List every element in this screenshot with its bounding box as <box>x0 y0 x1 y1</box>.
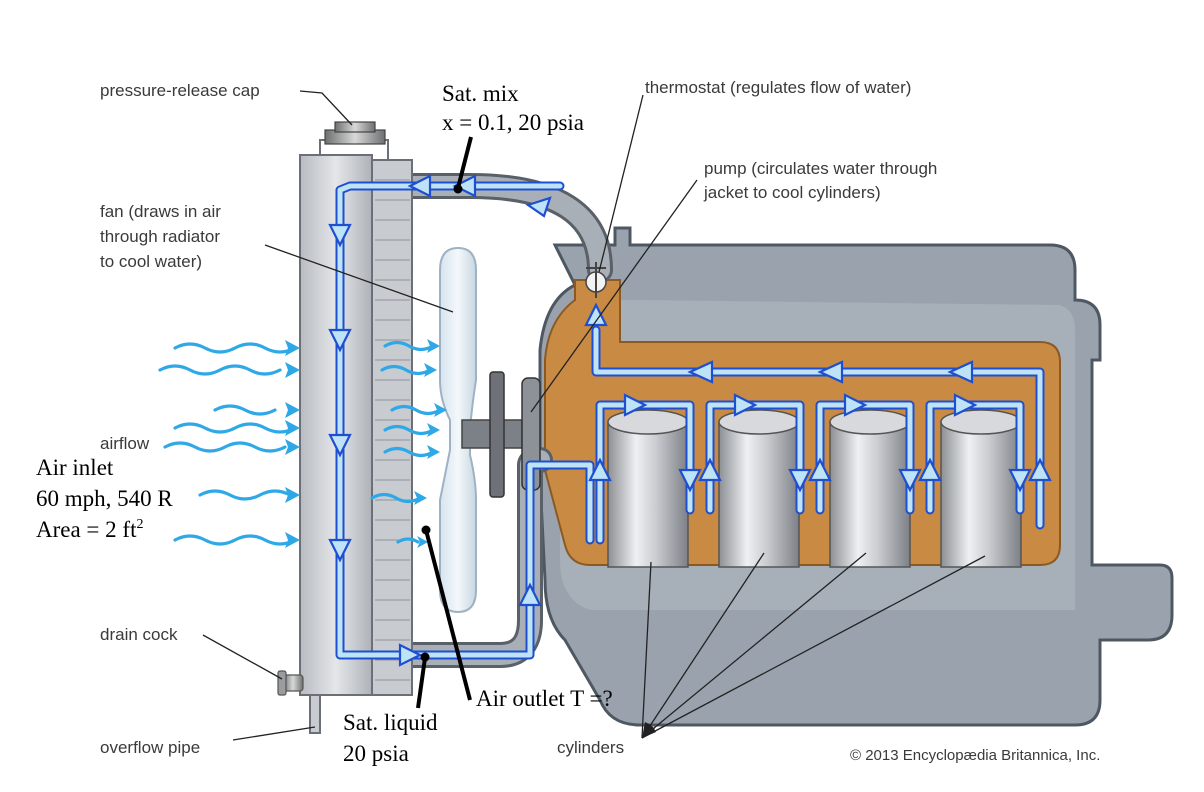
cylinder-4 <box>940 409 1022 568</box>
flow-arrow <box>733 393 758 417</box>
leader-lines <box>202 90 986 741</box>
cylinders-group <box>607 409 1022 568</box>
annotation-sat-liquid-line1: Sat. liquid <box>343 710 438 735</box>
label-airflow: airflow <box>100 434 150 453</box>
airflow-arrows <box>158 339 447 548</box>
flow-arrow <box>843 393 868 417</box>
annotation-sat-mix-line2: x = 0.1, 20 psia <box>442 110 584 135</box>
label-fan-line1: fan (draws in air <box>100 202 221 221</box>
flow-arrow <box>1028 457 1052 482</box>
annotation-sat-liquid-line2: 20 psia <box>343 741 409 766</box>
annotation-air-inlet-line1: Air inlet <box>36 455 114 480</box>
flow-arrow <box>623 393 648 417</box>
label-fan-line2: through radiator <box>100 227 220 246</box>
flow-arrow <box>407 174 432 198</box>
flow-arrow <box>328 328 352 353</box>
flow-arrow <box>328 223 352 248</box>
flow-arrow <box>918 457 942 482</box>
flow-arrow <box>698 457 722 482</box>
drain-cock-shape <box>277 670 304 696</box>
flow-arrow <box>328 538 352 563</box>
annotation-air-outlet: Air outlet T =? <box>476 686 613 711</box>
overflow-pipe-shape <box>309 694 321 734</box>
flow-arrow <box>808 457 832 482</box>
flow-arrow <box>817 360 844 384</box>
annotation-air-inlet-line2: 60 mph, 540 R <box>36 486 173 511</box>
flow-arrow <box>1008 468 1032 493</box>
flow-arrow <box>953 393 978 417</box>
radiator-fins <box>375 179 410 681</box>
coolant-flow <box>328 174 1052 667</box>
flow-arrow <box>518 582 542 607</box>
label-fan-line3: to cool water) <box>100 252 202 271</box>
label-pump-line1: pump (circulates water through <box>704 159 937 178</box>
radiator <box>299 139 413 734</box>
annotation-air-inlet-line3: Area = 2 ft2 <box>36 517 143 542</box>
cylinder-2 <box>718 409 800 568</box>
flow-arrow <box>947 360 974 384</box>
flow-arrow <box>328 433 352 458</box>
flow-arrow <box>678 468 702 493</box>
flow-arrow <box>588 457 612 482</box>
cylinder-3 <box>829 409 911 568</box>
cylinder-1 <box>607 409 689 568</box>
label-overflow-pipe: overflow pipe <box>100 738 200 757</box>
annotation-area-text: Area = 2 ft <box>36 517 137 542</box>
label-pressure-release-cap: pressure-release cap <box>100 81 260 100</box>
annotation-sat-mix-line1: Sat. mix <box>442 81 519 106</box>
label-pump-line2: jacket to cool cylinders) <box>703 183 881 202</box>
flow-arrow <box>687 360 714 384</box>
annotation-area-superscript: 2 <box>136 517 143 532</box>
flow-arrow <box>525 196 552 218</box>
copyright-notice: © 2013 Encyclopædia Britannica, Inc. <box>850 747 1100 764</box>
flow-arrow <box>452 174 477 198</box>
flow-arrow <box>398 643 423 667</box>
thermostat-shape <box>585 262 607 298</box>
label-drain-cock: drain cock <box>100 625 178 644</box>
label-thermostat: thermostat (regulates flow of water) <box>645 78 911 97</box>
label-cylinders: cylinders <box>557 738 624 757</box>
flow-arrow <box>898 468 922 493</box>
pressure-cap-shape <box>324 121 386 145</box>
flow-arrow <box>788 468 812 493</box>
